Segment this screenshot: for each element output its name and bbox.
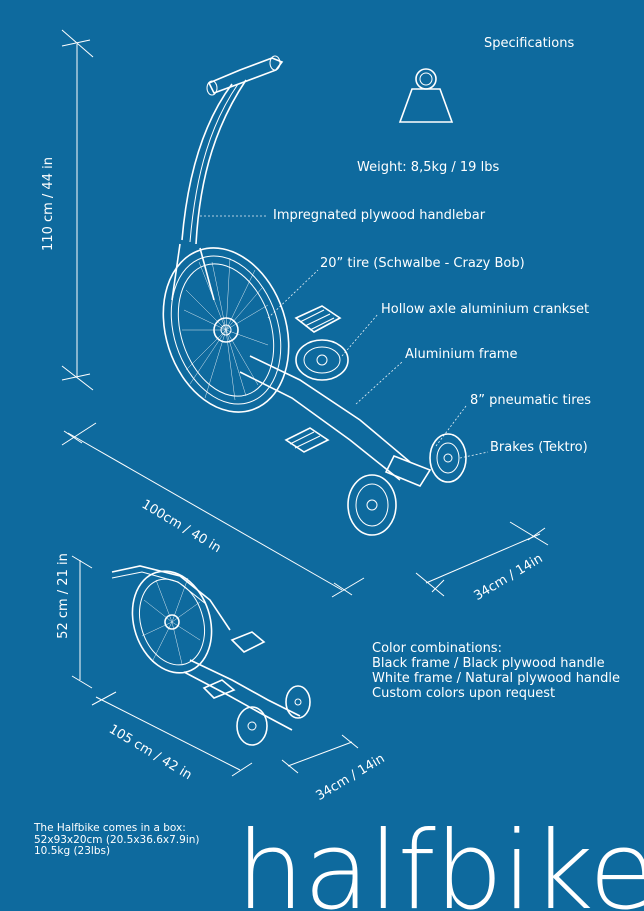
callout-pneumatic-tires: 8” pneumatic tires — [470, 393, 592, 408]
color-option: White frame / Natural plywood handle — [372, 671, 620, 686]
folded-wheel-spokes — [141, 577, 201, 665]
callout-brakes: Brakes (Tektro) — [490, 440, 588, 455]
brand-logo: halfbike — [236, 809, 644, 911]
halfbike-illustration — [162, 55, 467, 536]
callout-crankset: Hollow axle aluminium crankset — [381, 302, 590, 317]
weight-spec: Weight: 8,5kg / 19 lbs — [357, 160, 500, 175]
folded-halfbike-illustration — [111, 565, 311, 746]
color-combinations-heading: Color combinations: — [372, 641, 502, 656]
folded-width-dimension-line — [281, 734, 359, 774]
weight-icon — [398, 68, 454, 123]
color-option: Custom colors upon request — [372, 686, 556, 701]
length-dimension-line — [61, 422, 365, 598]
color-combinations: Color combinations: Black frame / Black … — [372, 641, 620, 701]
height-dimension-line — [61, 29, 94, 391]
callout-frame: Aluminium frame — [405, 347, 518, 362]
box-info-line: 10.5kg (23lbs) — [34, 845, 111, 857]
wheel-spokes — [182, 257, 269, 401]
box-info-line: 52x93x20cm (20.5x36.6x7.9in) — [34, 833, 200, 846]
box-info-line: The Halfbike comes in a box: — [34, 822, 186, 834]
box-info: The Halfbike comes in a box: 52x93x20cm … — [34, 822, 200, 858]
color-option: Black frame / Black plywood handle — [372, 656, 605, 671]
callout-leader-lines — [200, 215, 489, 459]
callout-handlebar: Impregnated plywood handlebar — [273, 208, 486, 223]
width-dimension-line — [415, 521, 549, 597]
folded-height-dimension-line — [71, 555, 93, 689]
folded-length-dimension-line — [91, 691, 253, 777]
folded-height-dimension-label: 52 cm / 21 in — [55, 553, 71, 639]
specifications-heading: Specifications — [484, 36, 575, 51]
height-dimension-label: 110 cm / 44 in — [40, 157, 56, 251]
callout-front-tire: 20” tire (Schwalbe - Crazy Bob) — [320, 256, 525, 271]
